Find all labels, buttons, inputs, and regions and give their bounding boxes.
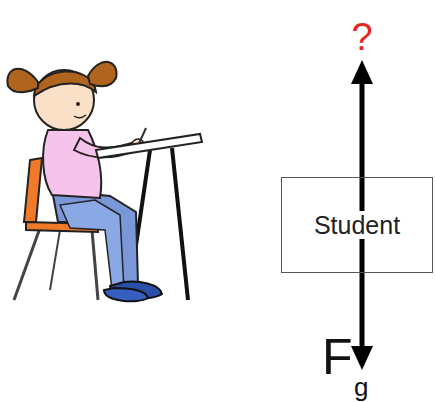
- force-subscript: g: [354, 374, 368, 400]
- node-label: Student: [313, 211, 401, 240]
- unknown-force: ?: [351, 18, 372, 56]
- student-figure: [7, 62, 162, 301]
- force-symbol: F: [322, 332, 353, 382]
- desk-top: [96, 134, 202, 158]
- body-box: Student: [281, 177, 433, 273]
